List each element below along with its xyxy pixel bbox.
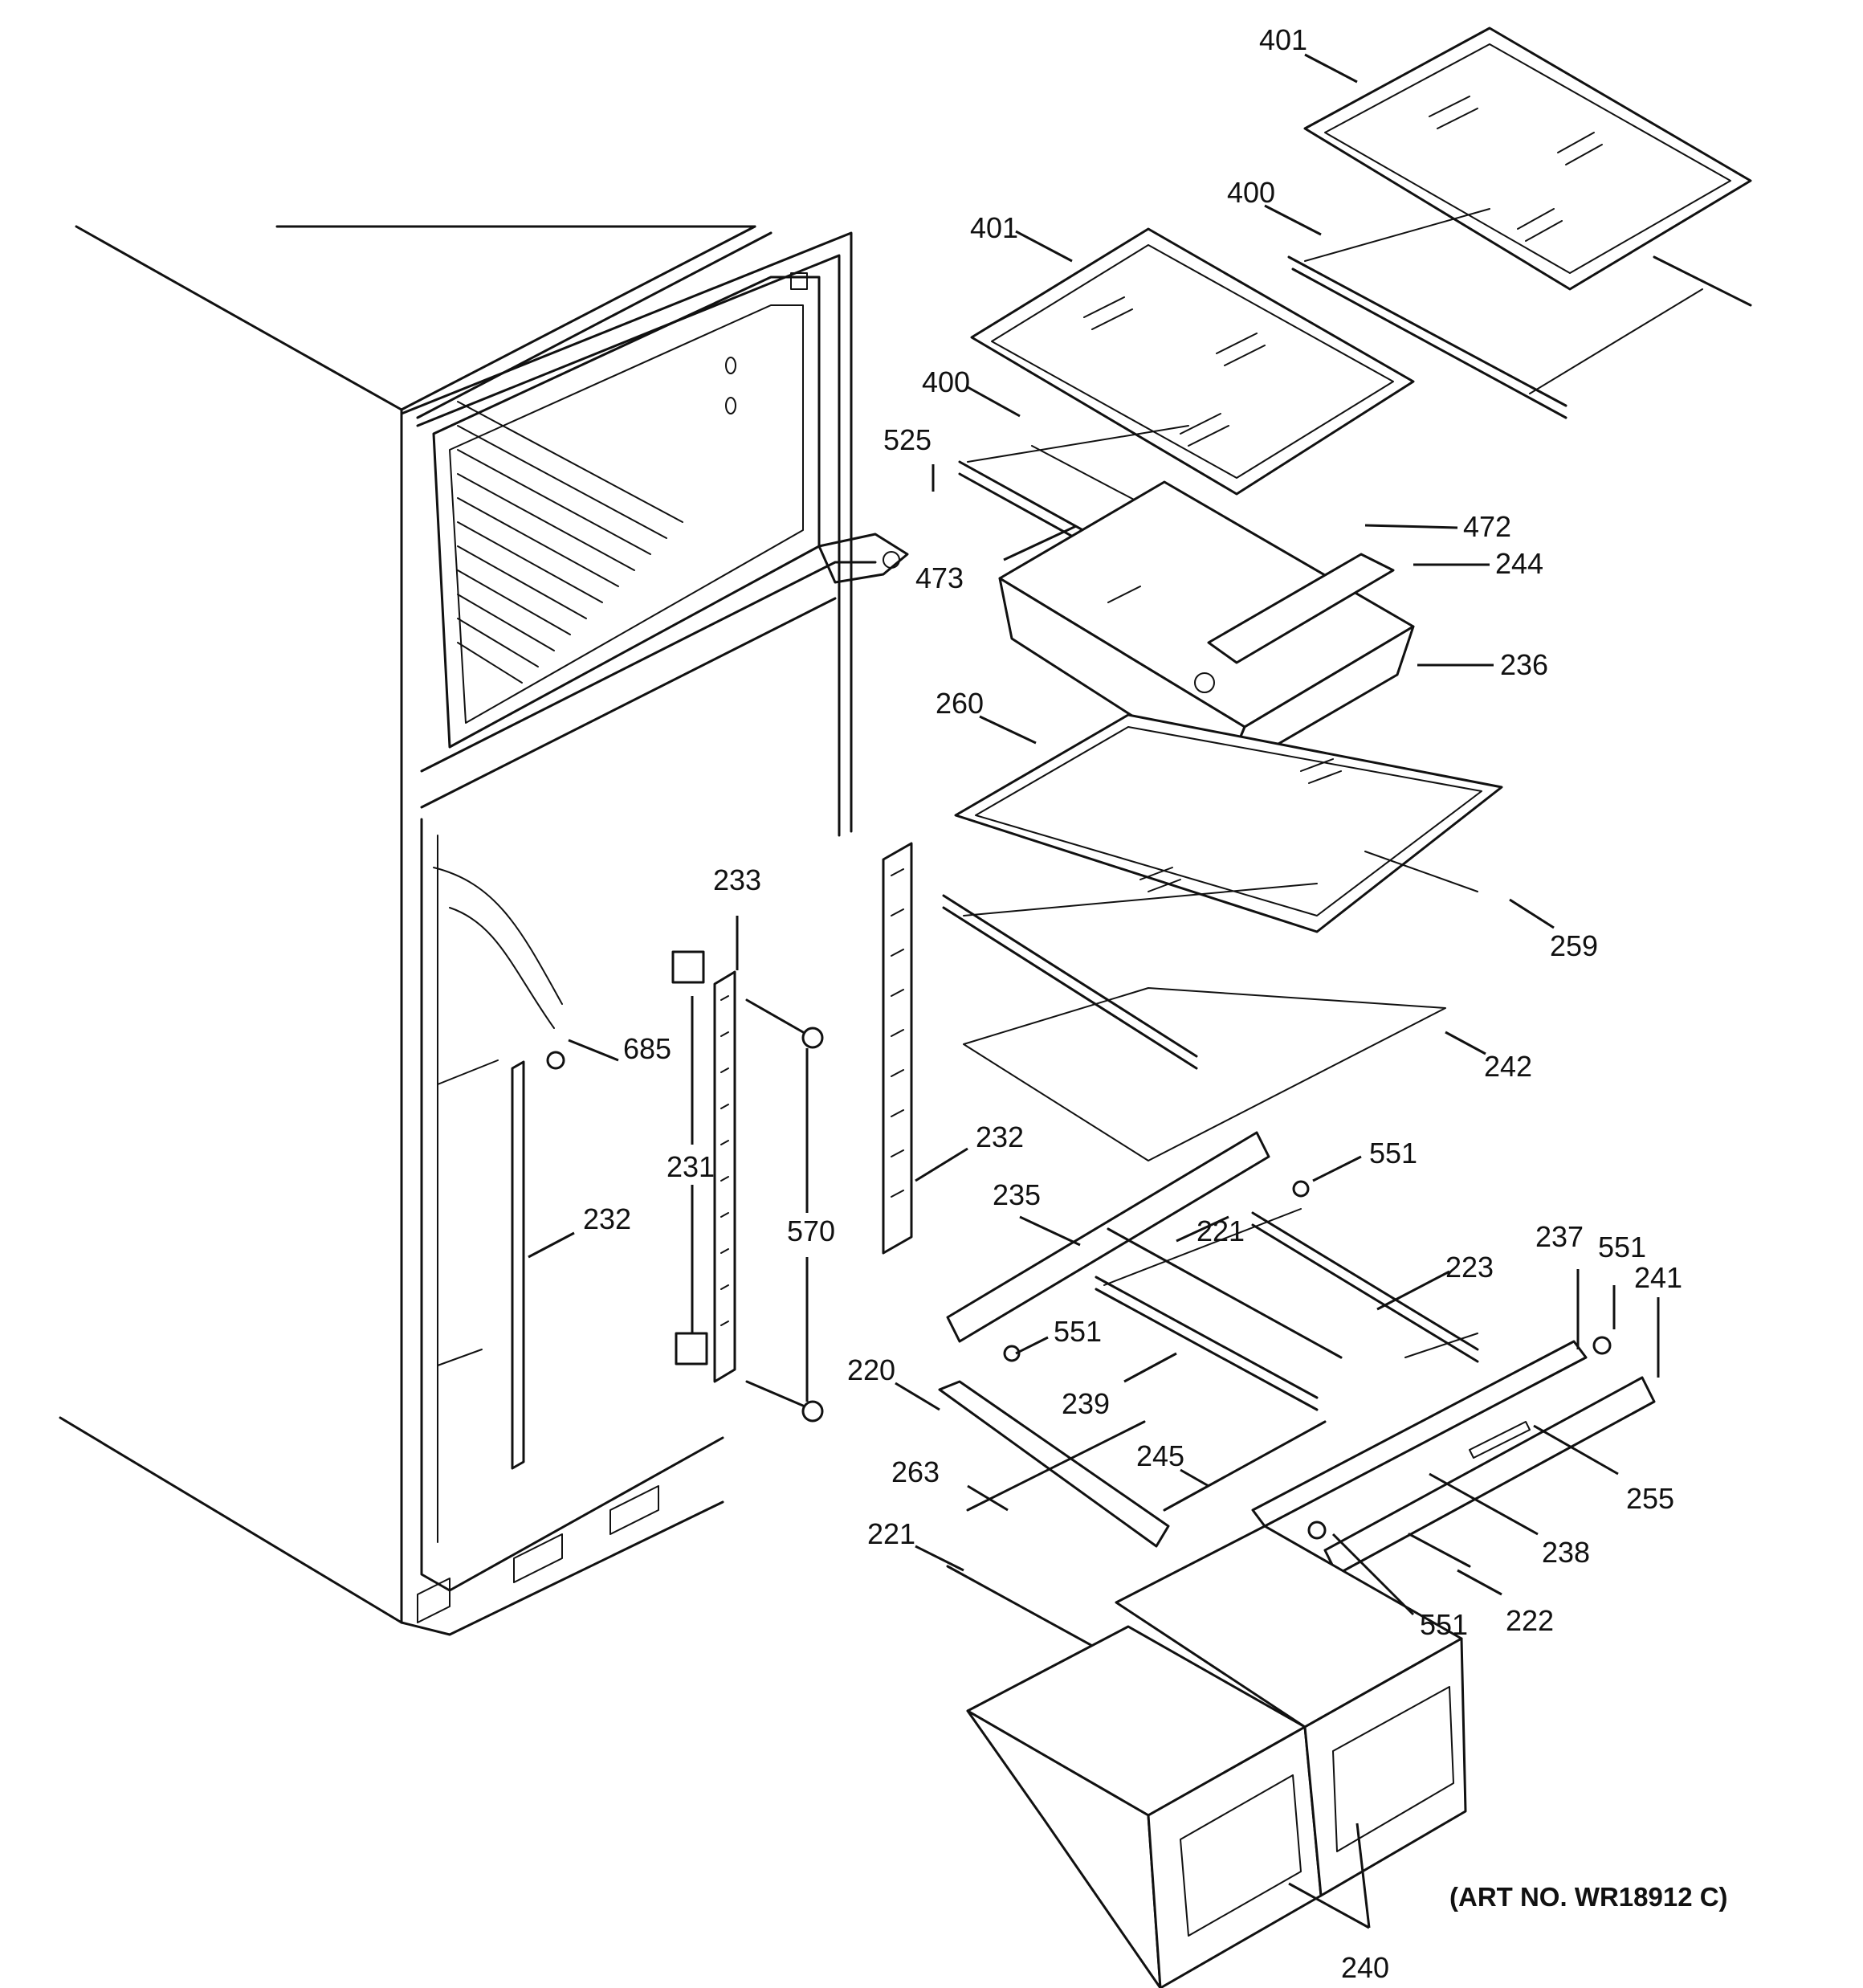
callout-241: 241 — [1634, 1261, 1682, 1294]
crisper-drawer-240-left — [966, 1625, 1323, 1988]
callout-242: 242 — [1484, 1050, 1532, 1083]
callout-245: 245 — [1136, 1439, 1184, 1472]
callout-525: 525 — [883, 423, 932, 456]
shelf-liner-242 — [963, 987, 1446, 1161]
shelf-ladder-232-right — [882, 842, 913, 1255]
callout-260: 260 — [936, 687, 984, 720]
callout-labels: 401 400 401 400 525 472 244 473 236 260 … — [583, 23, 1682, 1984]
screws-551 — [1003, 1180, 1612, 1540]
refrigerator-cabinet — [59, 225, 909, 1636]
callout-221-upper: 221 — [1196, 1214, 1245, 1247]
shelf-frame-259 — [942, 851, 1478, 1070]
rod-221-upper — [1107, 1227, 1343, 1359]
shelf-ladder-232-left — [511, 1051, 565, 1470]
callout-235: 235 — [993, 1178, 1041, 1211]
freezer-ribs — [457, 401, 683, 684]
callout-551-right: 551 — [1598, 1231, 1646, 1263]
callout-238: 238 — [1542, 1536, 1590, 1569]
crisper-drawer-240-right — [1115, 1525, 1467, 1897]
callout-237: 237 — [1535, 1220, 1584, 1253]
callout-551-middle: 551 — [1054, 1315, 1102, 1348]
callout-255: 255 — [1626, 1482, 1674, 1515]
callout-leaders — [528, 53, 1660, 1929]
rail-245 — [1163, 1420, 1327, 1512]
shelf-401-second — [970, 227, 1415, 496]
callout-401-second: 401 — [970, 211, 1018, 244]
callout-685: 685 — [623, 1032, 671, 1065]
screws-570 — [745, 998, 824, 1423]
callout-223: 223 — [1445, 1251, 1494, 1284]
crisper-frame-223 — [1251, 1211, 1479, 1363]
callout-400-top: 400 — [1227, 176, 1275, 209]
callout-259: 259 — [1550, 929, 1598, 962]
humidity-control-237 — [1251, 1340, 1588, 1528]
crisper-cover-rail-235 — [946, 1131, 1270, 1343]
callout-236: 236 — [1500, 648, 1548, 681]
ladder-clips-231 — [671, 950, 708, 1365]
slide-255 — [1469, 1421, 1531, 1459]
crisper-front-220 — [938, 1380, 1170, 1548]
callout-244: 244 — [1495, 547, 1543, 580]
callout-220: 220 — [847, 1353, 895, 1386]
rail-263 — [966, 1420, 1146, 1512]
callout-472: 472 — [1463, 510, 1511, 543]
callout-233: 233 — [713, 863, 761, 896]
callout-551-lower: 551 — [1420, 1608, 1468, 1641]
callout-239: 239 — [1062, 1387, 1110, 1420]
shelf-ladder-233 — [713, 970, 736, 1383]
shelf-401-top — [1303, 27, 1752, 291]
rod-222 — [1408, 1533, 1471, 1568]
shelf-frame-400-top — [1287, 208, 1752, 419]
glass-shelf-260 — [954, 713, 1503, 933]
callout-240: 240 — [1341, 1951, 1389, 1984]
callout-473: 473 — [915, 561, 964, 594]
callout-232-right: 232 — [976, 1121, 1024, 1153]
art-number-note: (ART NO. WR18912 C) — [1449, 1882, 1728, 1912]
callout-570: 570 — [787, 1214, 835, 1247]
callout-222: 222 — [1506, 1604, 1554, 1637]
callout-231: 231 — [667, 1150, 715, 1183]
callout-400-second: 400 — [922, 365, 970, 398]
callout-263: 263 — [891, 1455, 940, 1488]
callout-401-top: 401 — [1259, 23, 1307, 56]
callout-551-upper: 551 — [1369, 1137, 1417, 1170]
callout-221-lower: 221 — [867, 1517, 915, 1550]
callout-232-left: 232 — [583, 1202, 631, 1235]
